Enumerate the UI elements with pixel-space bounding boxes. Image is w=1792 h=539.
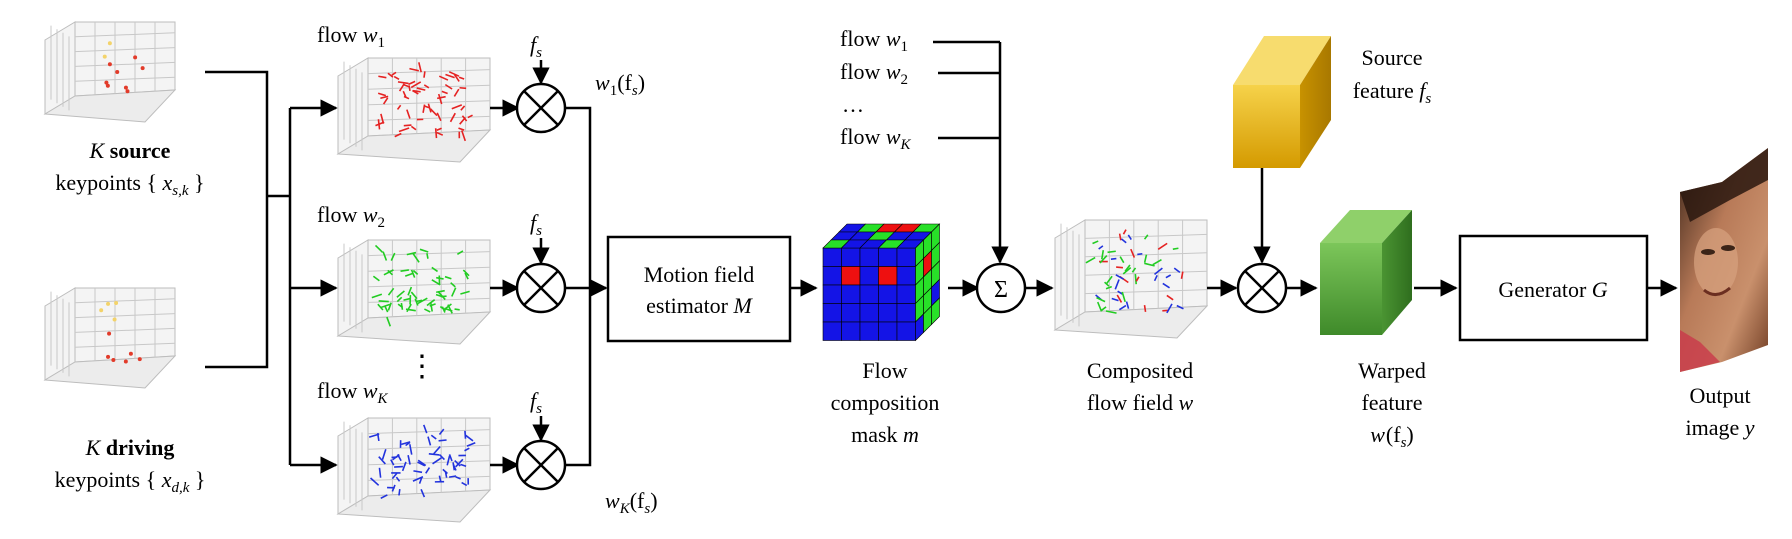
multiply-icon [515,262,567,314]
flow-field-1-plot [336,57,492,163]
motion-field-estimator-box [606,235,792,343]
source-feature-line2: feature fs [1353,78,1432,107]
flow-1-label: flow w1 [317,22,385,51]
flow-ellipsis: ⋮ [407,350,437,383]
mask-label-line2: composition [831,390,940,415]
warped-output-1-label: w1(fs) [595,70,645,99]
source-feature-cube [1233,36,1331,168]
flow-k-label: flow wK [317,378,389,407]
fs-label-3: fs [530,388,542,417]
flow-list-ellipsis: … [842,92,864,117]
sigma-icon: Σ [994,277,1008,303]
multiply-icon [515,439,567,491]
estimator-input-connectors [565,106,608,467]
output-face-image [1680,148,1768,372]
output-label-line2: image y [1685,415,1754,440]
output-label-line1: Output [1689,383,1750,408]
input-connectors [205,70,338,474]
warped-feature-line3: w(fs) [1370,422,1414,451]
source-keypoints-plot [43,21,177,123]
generator-label: Generator G [1498,277,1607,302]
composited-flow-field-plot [1053,219,1209,339]
driving-keypoints-caption: keypoints { xd,k } [55,467,206,496]
flow-field-k-plot [336,417,492,523]
fs-label-1: fs [530,32,542,61]
flow-list-item-1: flow w1 [840,26,908,55]
composited-label-line1: Composited [1087,358,1193,383]
flow-field-2-plot [336,239,492,345]
warped-feature-cube [1320,210,1412,335]
flow-list-item-k: flow wK [840,124,912,153]
flow-list-item-2: flow w2 [840,59,908,88]
source-keypoints-title: K source [89,138,171,163]
flow-list-connectors [933,40,1009,264]
mask-label-line1: Flow [862,358,907,383]
multiply-icon [515,82,567,134]
multiply-icon [1236,262,1288,314]
generator-box [1458,234,1649,342]
driving-keypoints-plot [43,287,177,389]
source-feature-line1: Source [1361,45,1422,70]
source-keypoints-caption: keypoints { xs,k } [55,170,204,199]
driving-keypoints-title: K driving [85,435,175,460]
warped-output-k-label: wK(fs) [605,488,658,517]
motion-estimator-line1: Motion field [644,262,755,287]
fs-label-2: fs [530,210,542,239]
mask-label-line3: mask m [851,422,919,447]
warped-feature-line1: Warped [1358,358,1426,383]
flow-2-label: flow w2 [317,202,385,231]
motion-estimator-line2: estimator M [646,293,753,318]
composited-label-line2: flow field w [1087,390,1194,415]
warped-feature-line2: feature [1361,390,1422,415]
sum-node: Σ [975,262,1027,314]
composition-mask-cube [822,223,941,342]
